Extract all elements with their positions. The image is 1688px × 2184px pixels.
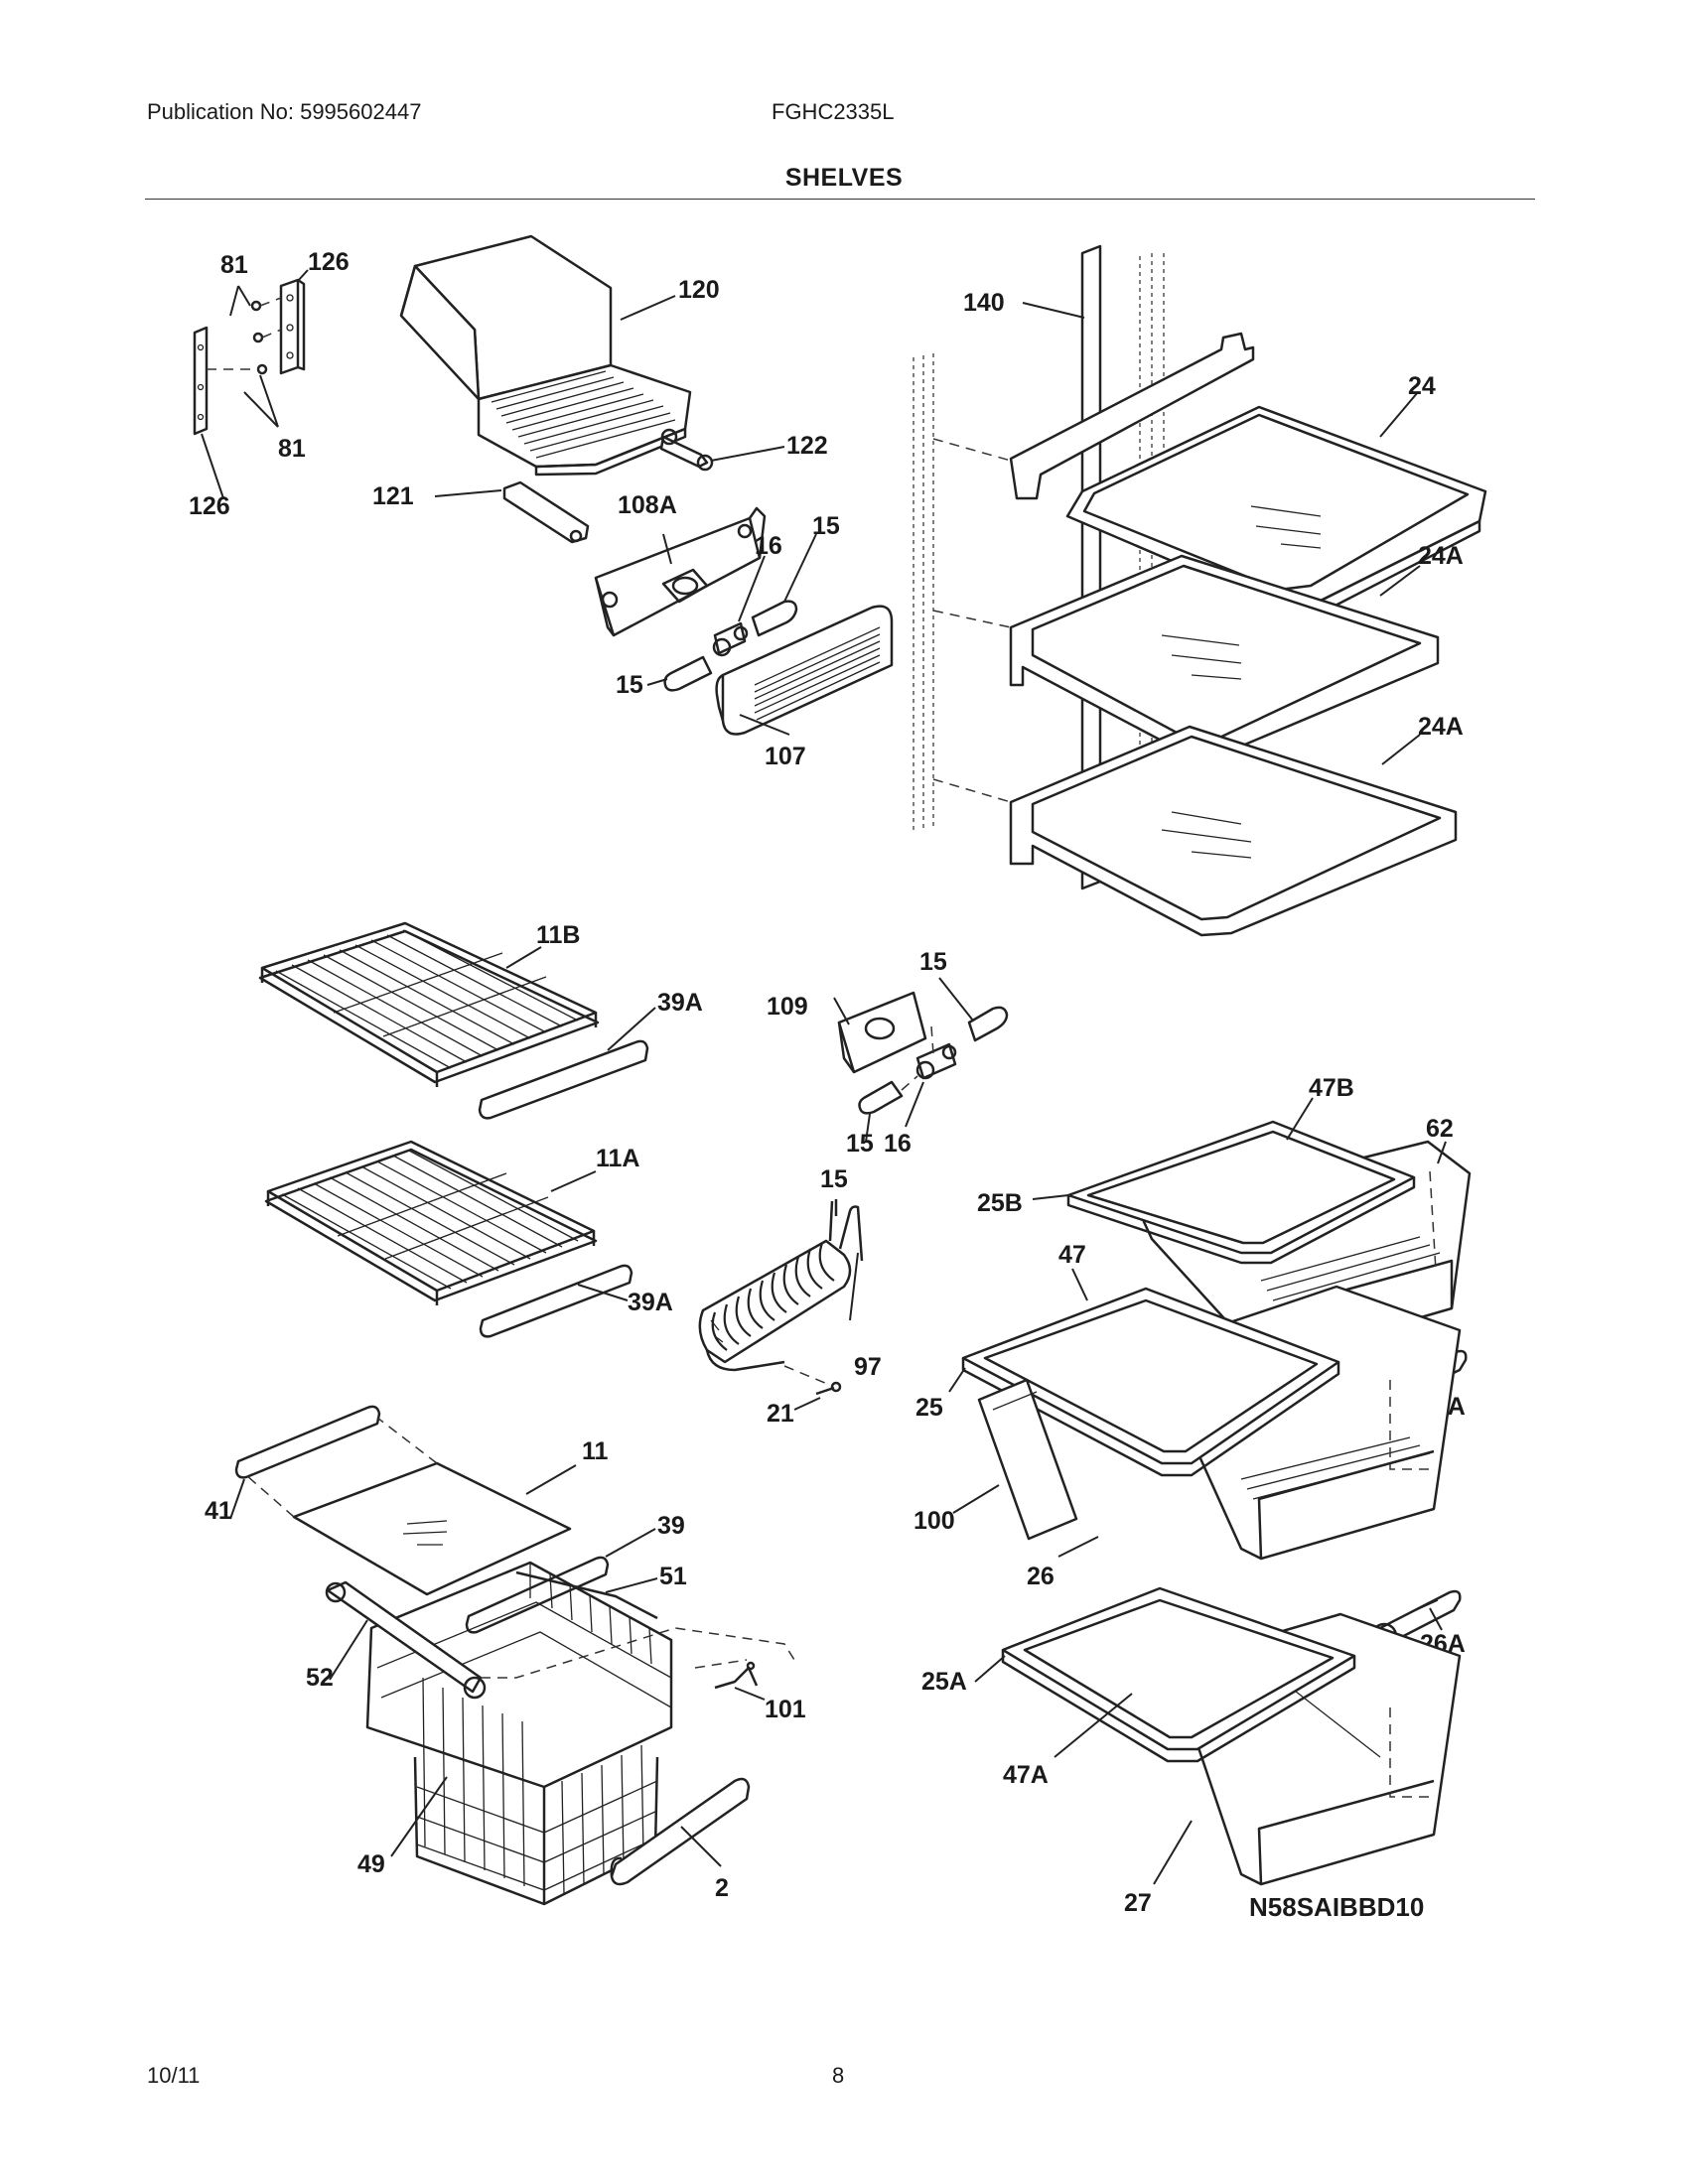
callout-15-top: 15 xyxy=(812,512,840,540)
callout-16-top: 16 xyxy=(755,532,782,560)
callout-97: 97 xyxy=(854,1353,882,1381)
callout-49: 49 xyxy=(357,1850,385,1878)
page-number: 8 xyxy=(832,2063,845,2088)
callout-47b: 47B xyxy=(1309,1074,1354,1102)
callout-2: 2 xyxy=(715,1874,729,1902)
part-bracket-126-left xyxy=(193,326,209,436)
diagram-code: N58SAIBBD10 xyxy=(1249,1892,1424,1922)
callout-27: 27 xyxy=(1124,1889,1152,1917)
callout-41: 41 xyxy=(205,1497,232,1525)
page-title: SHELVES xyxy=(784,164,904,192)
callout-15-lower-b: 15 xyxy=(820,1165,848,1193)
callout-11a: 11A xyxy=(596,1145,639,1172)
callout-109: 109 xyxy=(767,993,808,1021)
part-shelf-24 xyxy=(1009,332,1487,615)
callout-15-left: 15 xyxy=(616,671,643,699)
callout-24a-lower: 24A xyxy=(1418,713,1464,741)
model-number: FGHC2335L xyxy=(772,99,895,124)
part-bulb-15-lower xyxy=(858,1075,918,1115)
part-shelf-trim-39a-lower xyxy=(479,1264,633,1338)
part-cover-25a xyxy=(1001,1586,1356,1763)
callout-15-upper: 15 xyxy=(919,948,947,976)
callout-47: 47 xyxy=(1058,1241,1086,1269)
part-trim-39 xyxy=(465,1556,610,1634)
callout-24: 24 xyxy=(1408,372,1436,400)
part-shelf-24a-lower xyxy=(1009,725,1458,937)
part-wiring-97 xyxy=(698,1199,864,1372)
callout-24a-upper: 24A xyxy=(1418,542,1464,570)
callout-107: 107 xyxy=(765,743,806,770)
callout-16-lower: 16 xyxy=(884,1130,912,1158)
part-light-cover-107 xyxy=(715,605,894,736)
part-cover-25b xyxy=(1066,1120,1416,1265)
part-bulb-15-left xyxy=(663,655,713,692)
part-glass-shelf-11 xyxy=(245,1417,572,1596)
callout-101: 101 xyxy=(765,1696,806,1723)
part-bulb-15-upper xyxy=(967,1006,1009,1042)
part-screw-21 xyxy=(783,1365,842,1396)
callout-81-bottom: 81 xyxy=(278,435,306,463)
part-wire-shelf-11b xyxy=(258,921,600,1087)
part-cover-25 xyxy=(961,1287,1340,1477)
callout-52: 52 xyxy=(306,1664,334,1692)
callout-39a-lower: 39A xyxy=(628,1289,673,1316)
callout-25: 25 xyxy=(915,1394,943,1422)
part-connector-16-lower xyxy=(915,1025,957,1080)
part-screws-81 xyxy=(207,297,282,375)
part-122 xyxy=(659,428,714,472)
part-housing-108a xyxy=(594,506,767,637)
callout-126-bottom: 126 xyxy=(189,492,230,520)
callout-120: 120 xyxy=(678,276,720,304)
callout-51: 51 xyxy=(659,1563,687,1590)
part-shelf-120 xyxy=(399,234,692,477)
callout-62: 62 xyxy=(1426,1115,1454,1143)
part-housing-109 xyxy=(837,991,927,1074)
part-rail-52 xyxy=(325,1580,795,1700)
callout-121: 121 xyxy=(372,482,414,510)
callout-15-lower-a: 15 xyxy=(846,1130,874,1158)
header-rule xyxy=(145,199,1535,200)
callout-47a: 47A xyxy=(1003,1761,1049,1789)
callout-100: 100 xyxy=(914,1507,955,1535)
callout-25a: 25A xyxy=(921,1668,967,1696)
leaders-81-126 xyxy=(201,269,309,499)
callout-21: 21 xyxy=(767,1400,794,1428)
callout-26: 26 xyxy=(1027,1563,1055,1590)
callout-39: 39 xyxy=(657,1512,685,1540)
part-trim-41 xyxy=(234,1405,381,1479)
part-trim-2 xyxy=(610,1777,751,1886)
callout-140: 140 xyxy=(963,289,1005,317)
part-basket-49 xyxy=(365,1561,673,1906)
part-rail-51 xyxy=(515,1570,658,1620)
callout-122: 122 xyxy=(786,432,828,460)
part-wire-shelf-11a xyxy=(264,1140,598,1305)
rail-left-dashed xyxy=(913,353,934,834)
part-shield-100 xyxy=(977,1378,1078,1541)
callout-81-top: 81 xyxy=(220,251,248,279)
callout-11b: 11B xyxy=(536,921,580,949)
callout-39a-upper: 39A xyxy=(657,989,703,1017)
callout-126-top: 126 xyxy=(308,248,350,276)
part-shelf-trim-39a-upper xyxy=(478,1039,649,1120)
part-clip-101 xyxy=(694,1659,759,1690)
callout-108a: 108A xyxy=(618,491,677,519)
part-bulb-15-right xyxy=(751,600,798,637)
publication-number: Publication No: 5995602447 xyxy=(147,99,422,124)
callout-11: 11 xyxy=(582,1437,609,1465)
part-121 xyxy=(502,480,590,544)
publication-date: 10/11 xyxy=(147,2063,201,2088)
part-connector-16-top xyxy=(712,621,749,657)
callout-25b: 25B xyxy=(977,1189,1023,1217)
part-bracket-126-right xyxy=(279,278,306,375)
